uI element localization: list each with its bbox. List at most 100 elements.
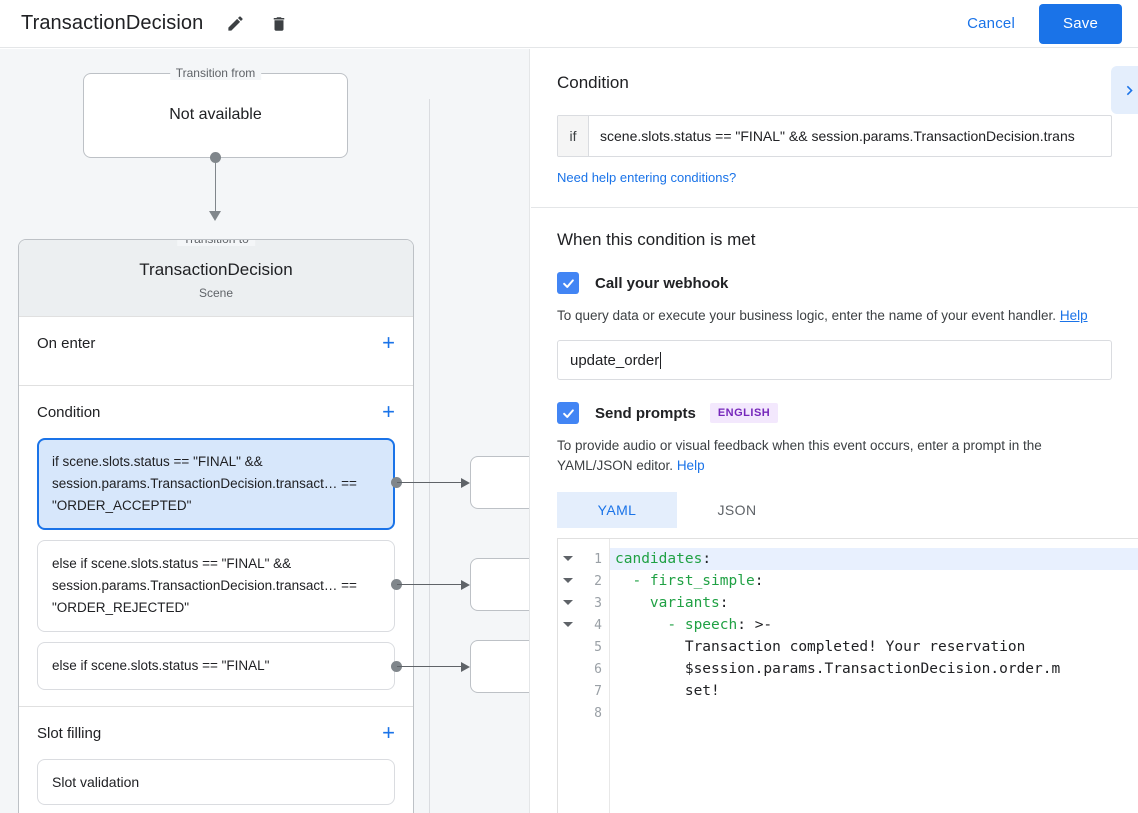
check-icon bbox=[562, 278, 574, 288]
line-number: 1 bbox=[594, 551, 602, 567]
transition-from-legend: Transition from bbox=[169, 66, 262, 80]
canvas-guide-line bbox=[429, 99, 430, 813]
check-icon bbox=[562, 408, 574, 418]
section-title-condition: Condition bbox=[37, 403, 101, 421]
scene-name: TransactionDecision bbox=[139, 260, 293, 279]
yaml-text: set! bbox=[615, 683, 720, 699]
section-title-slot-filling: Slot filling bbox=[37, 724, 102, 742]
send-prompts-help-link[interactable]: Help bbox=[676, 458, 705, 473]
call-webhook-row: Call your webhook bbox=[557, 272, 1112, 294]
fold-arrow-icon[interactable] bbox=[563, 556, 573, 561]
add-condition-button[interactable]: + bbox=[382, 399, 395, 424]
trash-icon-glyph bbox=[274, 16, 285, 31]
yaml-punctuation: : bbox=[719, 595, 729, 611]
line-number: 8 bbox=[594, 705, 602, 721]
condition-edge-line-0 bbox=[397, 482, 463, 483]
line-number: 6 bbox=[594, 661, 602, 677]
topbar-actions: Cancel Save bbox=[953, 3, 1122, 44]
scene-type: Scene bbox=[198, 286, 234, 300]
condition-edge-arrow-2 bbox=[461, 662, 470, 672]
tab-json[interactable]: JSON bbox=[717, 502, 757, 518]
save-button[interactable]: Save bbox=[1039, 3, 1122, 44]
section-header: On enter + bbox=[37, 317, 395, 369]
section-header: Condition + bbox=[37, 386, 395, 438]
line-number: 7 bbox=[594, 683, 602, 699]
condition-expression-input[interactable]: scene.slots.status == "FINAL" && session… bbox=[600, 128, 1075, 144]
line-number: 5 bbox=[594, 639, 602, 655]
code-line[interactable]: set! bbox=[610, 680, 1138, 702]
chevron-right-icon[interactable] bbox=[1111, 66, 1138, 114]
if-label: if bbox=[558, 116, 589, 156]
scene-card-header[interactable]: Transition to TransactionDecision Scene bbox=[19, 240, 413, 317]
fold-arrow-icon[interactable] bbox=[563, 622, 573, 627]
condition-item-1[interactable]: else if scene.slots.status == "FINAL" &&… bbox=[37, 540, 395, 632]
event-handler-input[interactable]: update_order bbox=[557, 340, 1112, 380]
add-on-enter-button[interactable]: + bbox=[382, 330, 395, 355]
condition-edge-arrow-0 bbox=[461, 478, 470, 488]
transition-from-node[interactable]: Transition from Not available bbox=[83, 66, 348, 158]
fold-arrow-icon[interactable] bbox=[563, 578, 573, 583]
condition-edge-line-1 bbox=[397, 584, 463, 585]
call-webhook-help-text: To query data or execute your business l… bbox=[557, 306, 1112, 326]
condition-target-node-0[interactable] bbox=[470, 456, 529, 509]
pencil-icon[interactable] bbox=[223, 12, 247, 36]
condition-target-node-1[interactable] bbox=[470, 558, 529, 611]
code-line[interactable]: - speech: >- bbox=[610, 614, 1138, 636]
event-handler-value: update_order bbox=[570, 351, 660, 369]
section-header: Slot filling + bbox=[37, 707, 395, 759]
gutter-row: 1 bbox=[558, 548, 609, 570]
tab-yaml[interactable]: YAML bbox=[557, 492, 677, 528]
cancel-button[interactable]: Cancel bbox=[953, 7, 1029, 40]
code-line[interactable]: variants: bbox=[610, 592, 1138, 614]
trash-icon[interactable] bbox=[267, 12, 291, 36]
code-line[interactable] bbox=[610, 702, 1138, 724]
condition-help-link[interactable]: Need help entering conditions? bbox=[557, 170, 737, 185]
send-prompts-checkbox[interactable] bbox=[557, 402, 579, 424]
call-webhook-checkbox[interactable] bbox=[557, 272, 579, 294]
editor-code-area[interactable]: candidates: - first_simple: variants: - … bbox=[610, 539, 1138, 813]
yaml-key: - first_simple bbox=[632, 573, 755, 589]
chevron-right-icon-glyph bbox=[1126, 85, 1133, 95]
condition-editor-section: Condition if scene.slots.status == "FINA… bbox=[531, 49, 1138, 208]
condition-edge-dot-0 bbox=[391, 477, 402, 488]
gutter-row: 2 bbox=[558, 570, 609, 592]
yaml-punctuation: : bbox=[702, 551, 712, 567]
condition-target-node-2[interactable] bbox=[470, 640, 529, 693]
condition-edge-arrow-1 bbox=[461, 580, 470, 590]
gutter-row: 4 bbox=[558, 614, 609, 636]
section-title-on-enter: On enter bbox=[37, 334, 96, 352]
code-line[interactable]: - first_simple: bbox=[610, 570, 1138, 592]
code-line[interactable]: Transaction completed! Your reservation bbox=[610, 636, 1138, 658]
yaml-code-editor[interactable]: 1 2 3 4 5 6 7 8 candidates: - first_simple: var… bbox=[557, 538, 1138, 813]
transition-from-value: Not available bbox=[169, 106, 262, 123]
code-line[interactable]: candidates: bbox=[610, 548, 1138, 570]
add-slot-filling-button[interactable]: + bbox=[382, 720, 395, 745]
connector-line bbox=[215, 155, 216, 217]
yaml-key: candidates bbox=[615, 551, 703, 567]
gutter-row: 5 bbox=[558, 636, 609, 658]
top-app-bar: TransactionDecision Cancel Save bbox=[0, 0, 1138, 48]
line-number: 2 bbox=[594, 573, 602, 589]
send-prompts-help-copy: To provide audio or visual feedback when… bbox=[557, 438, 1042, 473]
section-condition: Condition + if scene.slots.status == "FI… bbox=[19, 386, 413, 707]
editor-gutter: 1 2 3 4 5 6 7 8 bbox=[558, 539, 610, 813]
yaml-key: - speech bbox=[667, 617, 738, 633]
language-badge: ENGLISH bbox=[709, 403, 779, 423]
condition-if-row[interactable]: if scene.slots.status == "FINAL" && sess… bbox=[557, 115, 1112, 157]
section-slot-filling: Slot filling + Slot validation bbox=[19, 707, 413, 813]
scene-graph-canvas[interactable]: Transition from Not available Transition… bbox=[0, 49, 530, 813]
condition-item-2[interactable]: else if scene.slots.status == "FINAL" bbox=[37, 642, 395, 690]
code-line[interactable]: $session.params.TransactionDecision.orde… bbox=[610, 658, 1138, 680]
slot-validation-item[interactable]: Slot validation bbox=[37, 759, 395, 805]
yaml-text: Transaction completed! Your reservation bbox=[615, 639, 1026, 655]
send-prompts-help-text: To provide audio or visual feedback when… bbox=[557, 436, 1112, 476]
yaml-key: variants bbox=[649, 595, 720, 611]
line-number: 3 bbox=[594, 595, 602, 611]
gutter-row: 6 bbox=[558, 658, 609, 680]
fold-arrow-icon[interactable] bbox=[563, 600, 573, 605]
condition-item-0[interactable]: if scene.slots.status == "FINAL" && sess… bbox=[37, 438, 395, 530]
line-number: 4 bbox=[594, 617, 602, 633]
yaml-text: $session.params.TransactionDecision.orde… bbox=[615, 661, 1061, 677]
call-webhook-help-copy: To query data or execute your business l… bbox=[557, 308, 1057, 323]
call-webhook-help-link[interactable]: Help bbox=[1059, 308, 1088, 323]
